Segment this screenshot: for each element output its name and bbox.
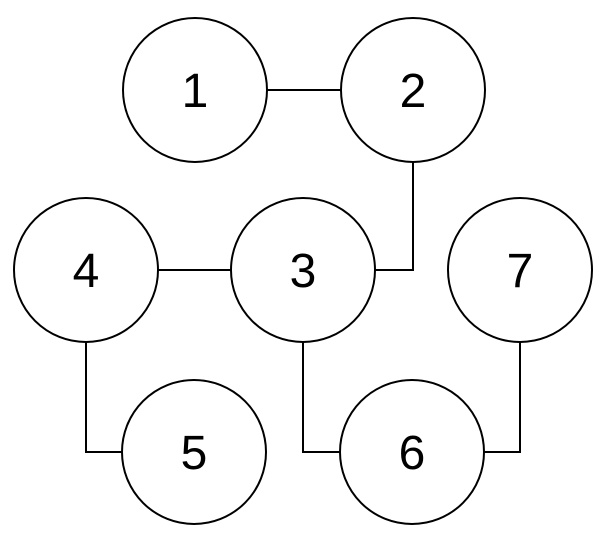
node-6-circle (339, 379, 485, 525)
node-5-label: 5 (181, 427, 208, 480)
node-6: 6 (339, 379, 485, 525)
node-7: 7 (447, 197, 593, 343)
node-4: 4 (13, 197, 159, 343)
node-2-label: 2 (400, 65, 427, 118)
node-7-label: 7 (507, 245, 534, 298)
node-1-label: 1 (182, 65, 209, 118)
node-2: 2 (340, 17, 486, 163)
node-5: 5 (121, 379, 267, 525)
node-1: 1 (122, 17, 268, 163)
node-2-circle (340, 17, 486, 163)
node-3-circle (230, 197, 376, 343)
node-3-label: 3 (290, 245, 317, 298)
node-4-label: 4 (73, 245, 100, 298)
node-1-circle (122, 17, 268, 163)
node-6-label: 6 (399, 427, 426, 480)
node-7-circle (447, 197, 593, 343)
node-4-circle (13, 197, 159, 343)
node-3: 3 (230, 197, 376, 343)
node-5-circle (121, 379, 267, 525)
